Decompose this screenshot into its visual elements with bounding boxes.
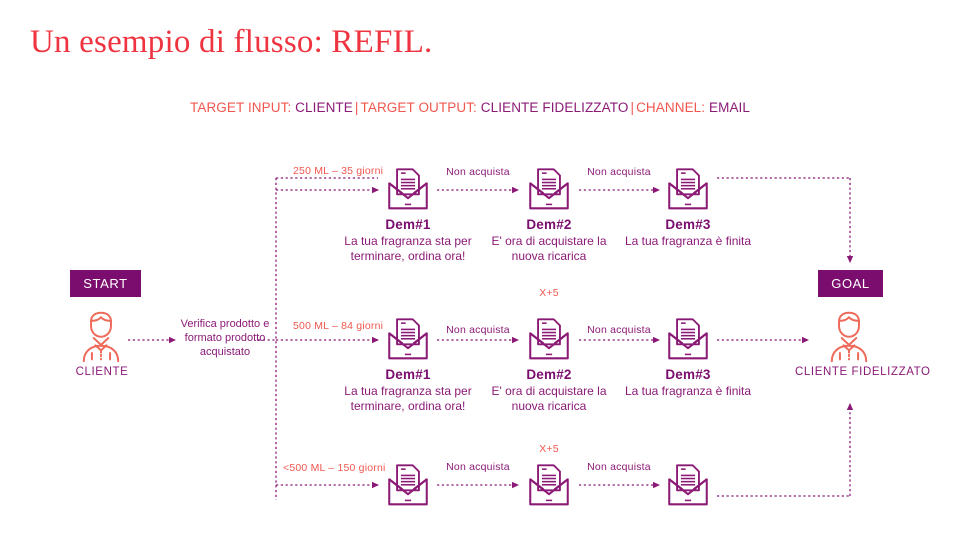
mail-node-title: Dem#1 [385,217,431,232]
mail-node-desc: La tua fragranza è finita [624,384,752,398]
mail-node [333,459,483,513]
goal-badge-label: GOAL [831,276,870,291]
start-badge: START [70,270,141,297]
target-output-key: TARGET OUTPUT: [360,100,477,115]
email-icon [388,318,428,360]
email-icon [668,168,708,210]
page-title: Un esempio di flusso: REFIL. [30,24,433,60]
mail-node: Dem#3 La tua fragranza è finita [613,163,763,249]
branch-condition-row2: 500 ML – 84 giorni [293,320,384,332]
branch-condition-row3: <500 ML – 150 giorni [283,462,386,474]
mail-node: Dem#2 E' ora di acquistare la nuova rica… [474,163,624,264]
person-icon [82,311,120,363]
mail-node-desc: E' ora di acquistare la nuova ricarica [491,234,607,263]
mail-node: Dem#3 La tua fragranza è finita [613,313,763,399]
email-icon [388,464,428,506]
email-icon [668,318,708,360]
client-node: CLIENTE [72,305,132,380]
mail-node-title: Dem#3 [665,217,711,232]
mail-node [474,459,624,513]
mail-node-title: Dem#2 [526,367,572,382]
edge-label-row3-step2: Non acquista [446,461,510,473]
email-icon [529,318,569,360]
subtitle-meta-line: TARGET INPUT: CLIENTE|TARGET OUTPUT: CLI… [190,100,750,116]
target-input-value: CLIENTE [295,100,353,115]
edge-label-row1-step3: Non acquista [587,166,651,178]
email-icon [388,168,428,210]
mail-node-desc: La tua fragranza sta per terminare, ordi… [344,234,472,263]
edge-label-row2-step2: Non acquista [446,324,510,336]
channel-key: CHANNEL: [636,100,706,115]
mail-node: Dem#1 La tua fragranza sta per terminare… [333,313,483,414]
mail-node-desc: La tua fragranza è finita [624,234,752,248]
goal-badge: GOAL [818,270,883,297]
verify-step-label: Verifica prodotto e formato prodotto acq… [180,318,270,358]
start-badge-label: START [83,276,128,291]
email-icon [668,464,708,506]
mail-node: Dem#2 E' ora di acquistare la nuova rica… [474,313,624,414]
loyal-client-node: CLIENTE FIDELIZZATO [795,305,930,393]
edge-label-row2-step3: Non acquista [587,324,651,336]
mail-node-title: Dem#2 [526,217,572,232]
client-node-label: CLIENTE [75,366,129,378]
mail-node [613,459,763,513]
target-output-value: CLIENTE FIDELIZZATO [480,100,629,115]
subtitle-separator-2: | [630,100,635,115]
loyal-client-node-label: CLIENTE FIDELIZZATO [795,366,931,378]
mail-node-title: Dem#1 [385,367,431,382]
channel-value: EMAIL [709,100,751,115]
branch-condition-row1: 250 ML – 35 giorni [293,165,384,177]
mail-node-desc: E' ora di acquistare la nuova ricarica [491,384,607,413]
target-input-key: TARGET INPUT: [190,100,292,115]
mail-node: Dem#1 La tua fragranza sta per terminare… [333,163,483,264]
email-icon [529,168,569,210]
edge-label-row3-step3: Non acquista [587,461,651,473]
delay-label-row2: X+5 [539,287,559,299]
edge-label-row1-step2: Non acquista [446,166,510,178]
mail-node-title: Dem#3 [665,367,711,382]
subtitle-separator-1: | [354,100,359,115]
mail-node-desc: La tua fragranza sta per terminare, ordi… [344,384,472,413]
delay-label-row3: X+5 [539,443,559,455]
email-icon [529,464,569,506]
person-icon [830,311,868,363]
